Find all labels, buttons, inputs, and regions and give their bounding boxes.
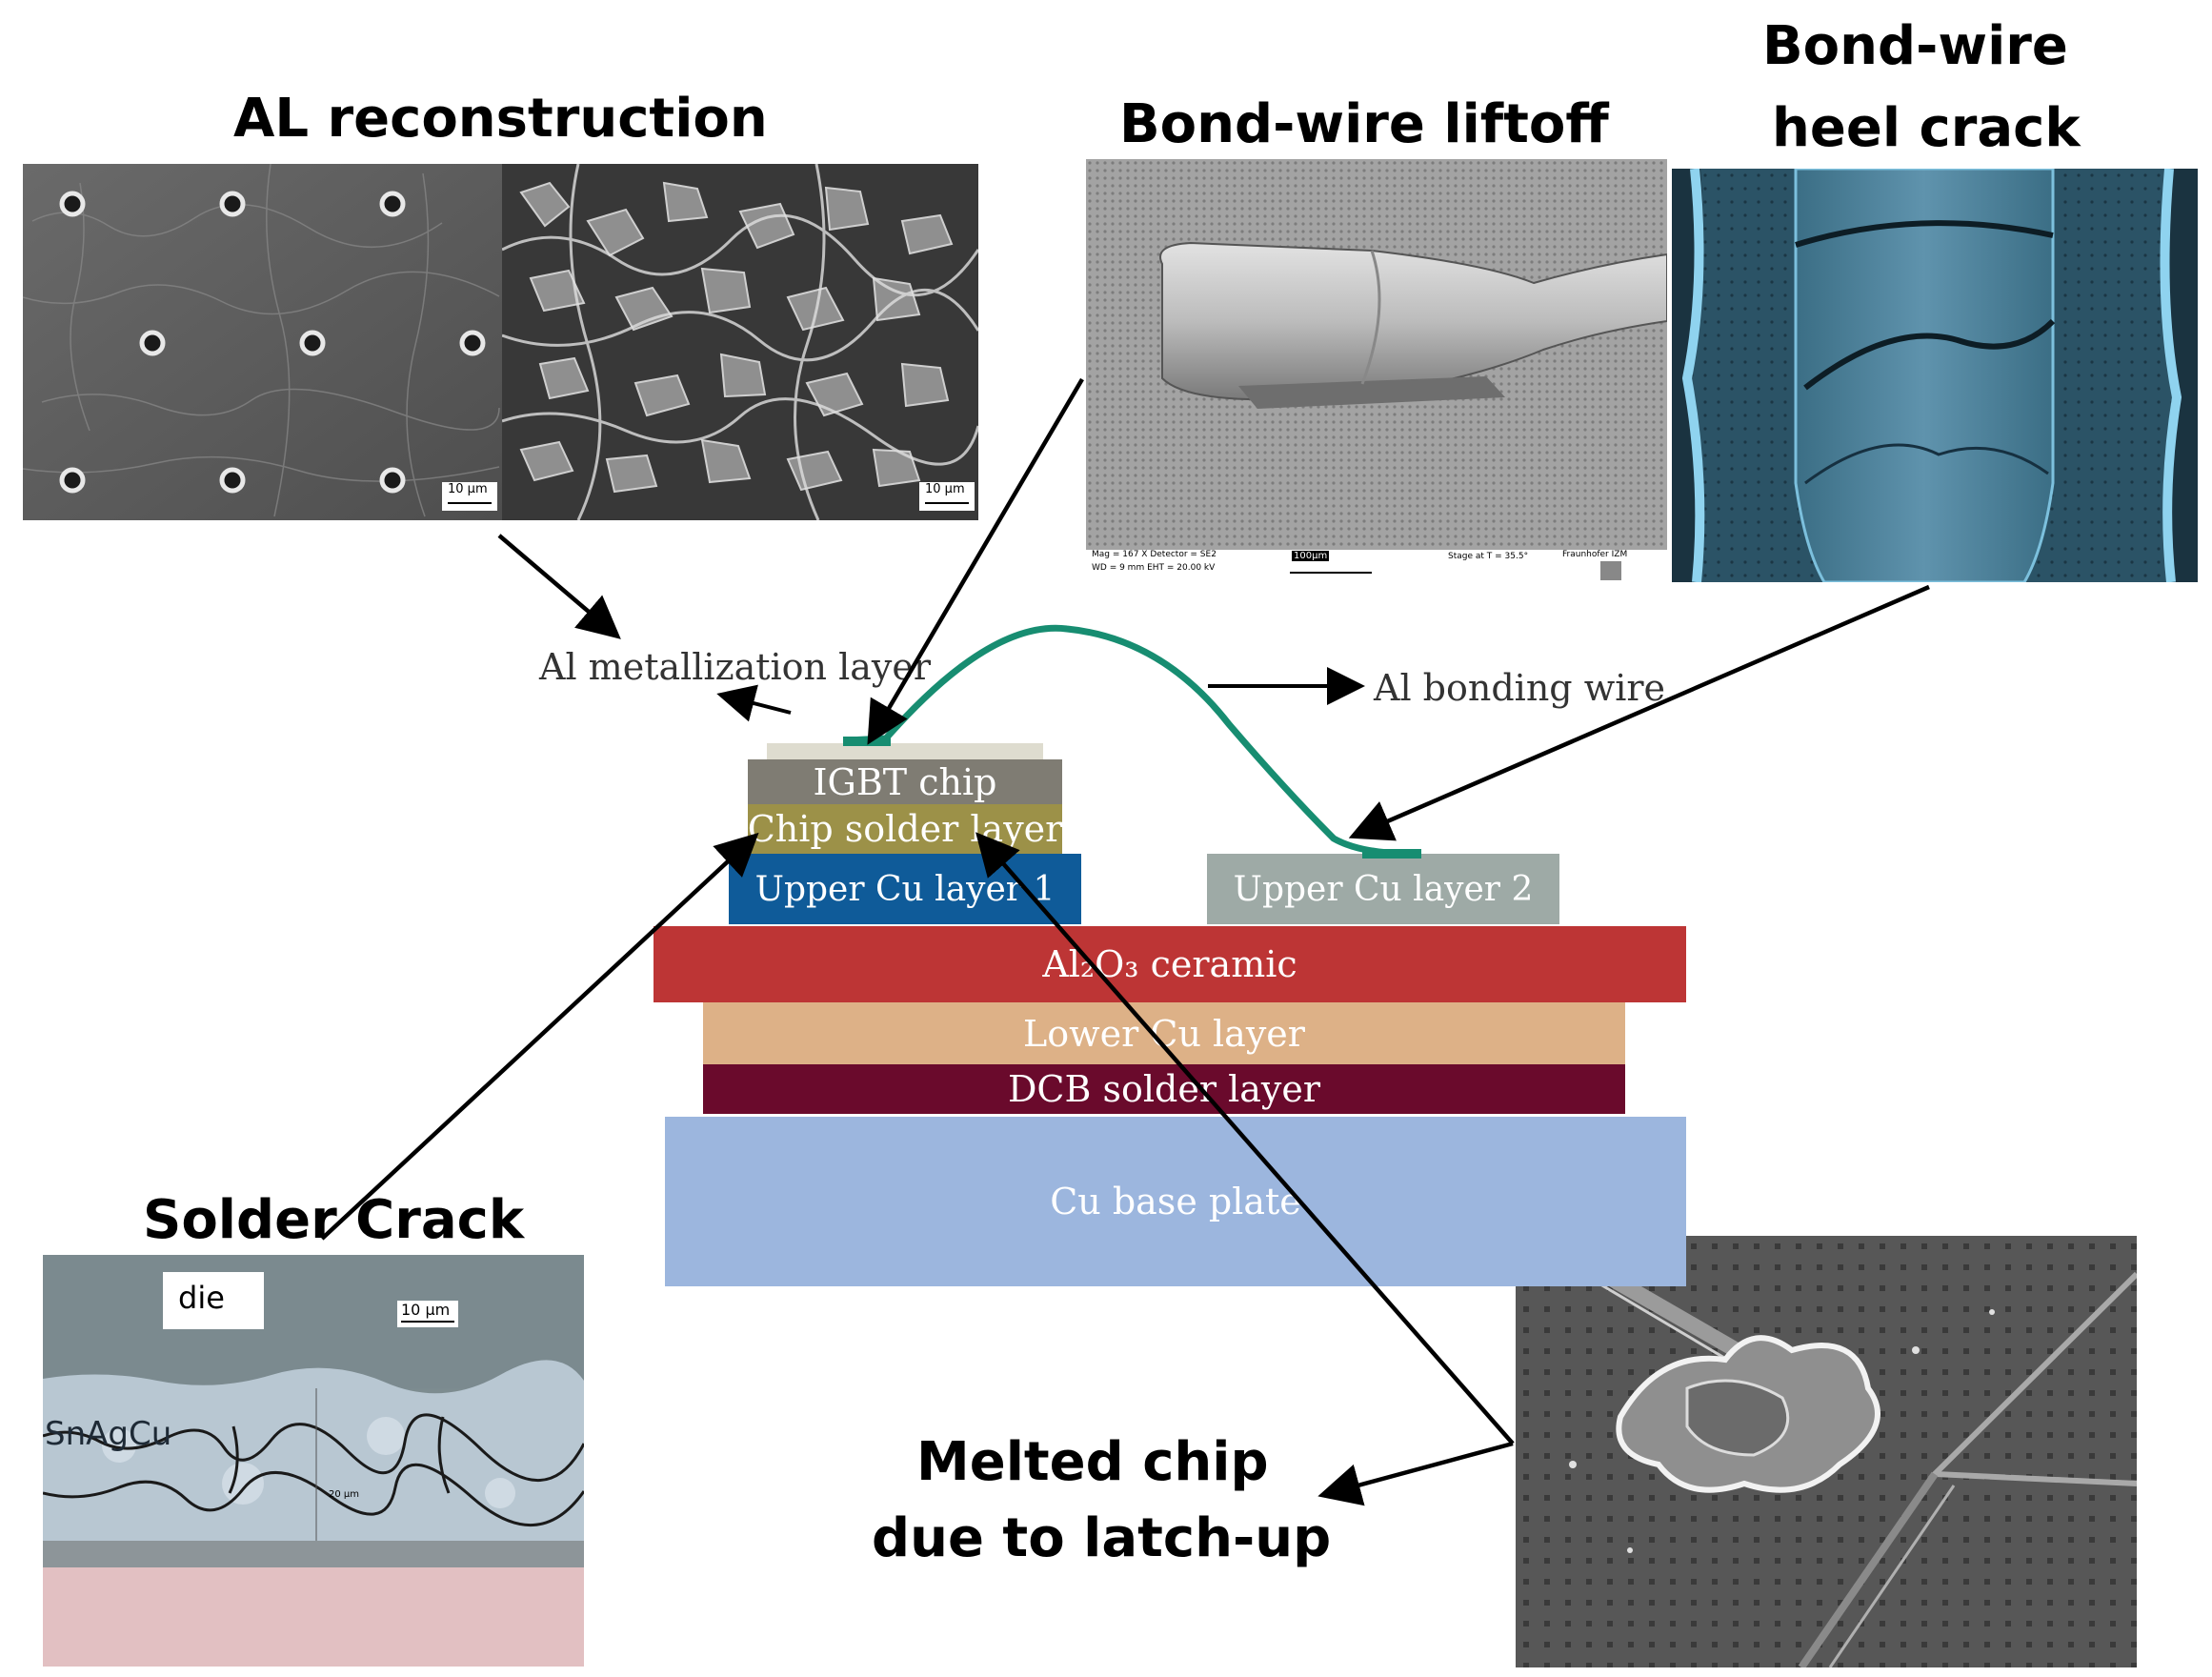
layer-lower-cu: Lower Cu layer [703,1002,1625,1064]
scale-label-b: 10 µm [925,482,965,496]
arrow-al-metallization [716,684,792,722]
bond-wire-heel-crack-image [1672,169,2198,582]
al-reconstruction-image-left: 10 µm [23,164,502,520]
title-bond-wire-heel-crack-1: Bond-wire [1762,15,2068,77]
title-bond-wire-liftoff: Bond-wire liftoff [1119,93,1609,155]
die-label: die [178,1280,225,1316]
layer-upper-cu-1: Upper Cu layer 1 [729,854,1081,924]
layer-igbt-chip: IGBT chip [748,759,1062,804]
title-bond-wire-heel-crack-2: heel crack [1772,97,2081,159]
snagcu-label: SnAgCu [45,1415,172,1453]
title-melted-chip-1: Melted chip [916,1431,1269,1493]
sem-scale-label: 100µm [1292,551,1330,561]
sem-info-2: WD = 9 mm EHT = 20.00 kV [1092,563,1216,573]
sem-stage-label: Stage at T = 35.5° [1448,552,1529,561]
layer-chip-solder: Chip solder layer [748,804,1062,854]
al-metallization-label: Al metallization layer [539,646,932,688]
solder-crack-image: die 10 µm SnAgCu 20 µm [43,1255,584,1667]
scale-label-c: 10 µm [401,1301,451,1319]
al-bonding-wire-label: Al bonding wire [1374,667,1666,709]
layer-upper-cu-2: Upper Cu layer 2 [1207,854,1559,924]
scale-label-a: 10 µm [448,482,488,496]
sem-info-1: Mag = 167 X Detector = SE2 [1092,550,1217,559]
bond-wire-liftoff-image: Mag = 167 X Detector = SE2 WD = 9 mm EHT… [1086,159,1667,584]
layer-cu-base-plate: Cu base plate [665,1117,1686,1286]
melted-chip-image [1516,1236,2137,1667]
arrow-al-reconstruction [497,534,621,639]
al-metallization-layer [767,743,1043,759]
layer-dcb-solder: DCB solder layer [703,1064,1625,1114]
arrow-heel-crack [1348,584,1930,841]
layer-ceramic: Al₂O₃ ceramic [654,926,1686,1002]
arrow-melted-chip-to-label [1317,1441,1514,1506]
sem-org-label: Fraunhofer IZM [1562,550,1628,559]
al-reconstruction-image-right: 10 µm [502,164,978,520]
title-solder-crack: Solder Crack [143,1189,525,1251]
scale-label-20um: 20 µm [329,1489,360,1500]
title-al-reconstruction: AL reconstruction [233,88,768,150]
title-melted-chip-2: due to latch-up [872,1507,1332,1569]
